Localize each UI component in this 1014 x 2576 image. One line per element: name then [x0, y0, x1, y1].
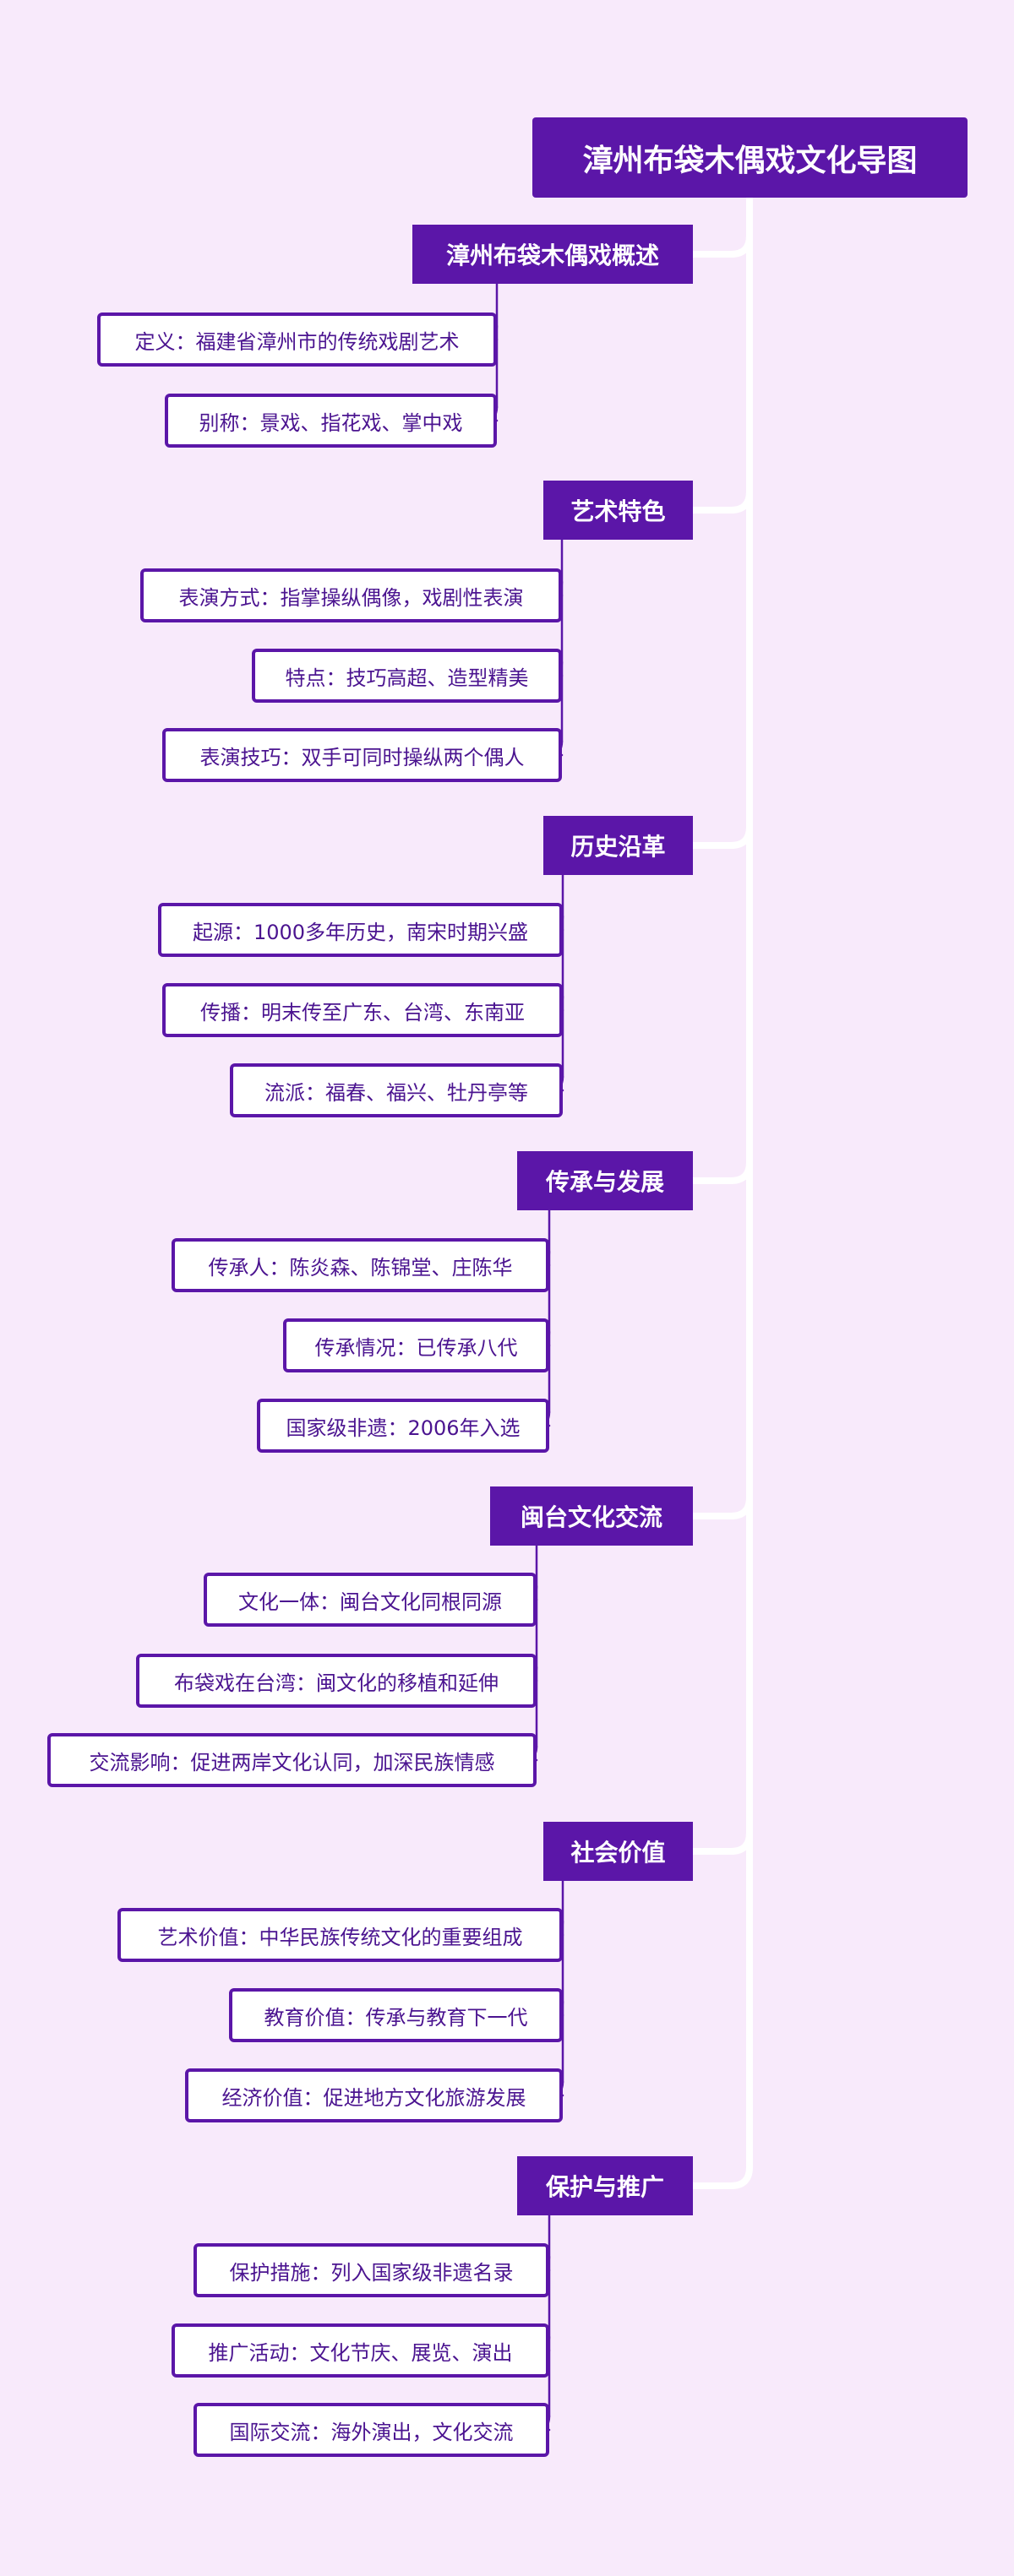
- section-node: 社会价值: [543, 1822, 693, 1881]
- section-node: 历史沿革: [543, 816, 693, 875]
- section-node: 漳州布袋木偶戏概述: [412, 225, 693, 284]
- leaf-node: 教育价值：传承与教育下一代: [229, 1988, 563, 2042]
- section-connector: [690, 1829, 753, 1855]
- leaf-node: 特点：技巧高超、造型精美: [252, 649, 562, 703]
- leaf-node: 交流影响：促进两岸文化认同，加深民族情感: [47, 1733, 537, 1787]
- leaf-node: 文化一体：闽台文化同根同源: [204, 1573, 537, 1627]
- leaf-node: 传承情况：已传承八代: [283, 1318, 549, 1372]
- leaf-node: 传承人：陈炎森、陈锦堂、庄陈华: [172, 1238, 549, 1292]
- leaf-node: 艺术价值：中华民族传统文化的重要组成: [117, 1908, 563, 1962]
- section-connector: [690, 2164, 753, 2189]
- section-connector: [690, 823, 753, 849]
- leaf-node: 别称：景戏、指花戏、掌中戏: [165, 394, 497, 448]
- leaf-node: 布袋戏在台湾：闽文化的移植和延伸: [136, 1654, 537, 1708]
- leaf-node: 经济价值：促进地方文化旅游发展: [185, 2068, 563, 2122]
- leaf-node: 国际交流：海外演出，文化交流: [194, 2403, 549, 2457]
- section-connector: [690, 232, 753, 258]
- section-connector: [690, 1159, 753, 1184]
- leaf-node: 国家级非遗：2006年入选: [257, 1399, 549, 1453]
- section-node: 保护与推广: [517, 2156, 693, 2215]
- leaf-node: 保护措施：列入国家级非遗名录: [194, 2243, 549, 2297]
- leaf-node: 起源：1000多年历史，南宋时期兴盛: [158, 903, 563, 957]
- section-connector: [690, 488, 753, 514]
- leaf-node: 推广活动：文化节庆、展览、演出: [172, 2323, 549, 2378]
- section-node: 闽台文化交流: [490, 1486, 693, 1546]
- leaf-node: 流派：福春、福兴、牡丹亭等: [230, 1063, 563, 1117]
- leaf-node: 表演技巧：双手可同时操纵两个偶人: [162, 728, 562, 782]
- section-connector: [690, 1494, 753, 1519]
- leaf-node: 传播：明末传至广东、台湾、东南亚: [162, 983, 563, 1037]
- section-node: 艺术特色: [543, 481, 693, 540]
- leaf-node: 定义：福建省漳州市的传统戏剧艺术: [97, 312, 497, 367]
- root-node: 漳州布袋木偶戏文化导图: [532, 117, 968, 198]
- section-node: 传承与发展: [517, 1151, 693, 1210]
- leaf-node: 表演方式：指掌操纵偶像，戏剧性表演: [140, 568, 562, 622]
